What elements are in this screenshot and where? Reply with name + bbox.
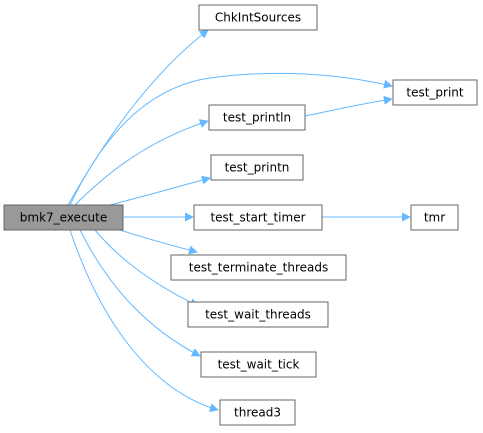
edge-bmk7-execute-to-test-wait-threads — [94, 229, 199, 307]
node-chkintsources[interactable]: ChkIntSources — [198, 4, 318, 31]
edge-bmk7-execute-to-test-printn — [109, 175, 211, 206]
node-bmk7-execute: bmk7_execute — [3, 204, 124, 231]
edge-test-println-to-test-print — [304, 95, 393, 117]
node-label: test_printn — [225, 161, 290, 175]
node-label: test_wait_threads — [205, 308, 311, 322]
node-label: test_print — [406, 86, 464, 100]
node-thread3[interactable]: thread3 — [219, 399, 296, 426]
node-tmr[interactable]: tmr — [410, 204, 459, 231]
node-label: test_start_timer — [210, 211, 305, 225]
node-label: thread3 — [234, 406, 281, 420]
nodes-layer: bmk7_execute ChkIntSources test_print te… — [3, 4, 478, 426]
node-label: bmk7_execute — [20, 211, 107, 225]
node-label: test_println — [223, 111, 291, 125]
node-label: ChkIntSources — [215, 11, 301, 25]
node-test-println[interactable]: test_println — [208, 104, 306, 131]
edge-bmk7-execute-to-test-wait-tick — [79, 229, 201, 357]
node-test-print[interactable]: test_print — [392, 79, 478, 106]
edge-bmk7-execute-to-test-print — [69, 72, 393, 206]
edge-bmk7-execute-to-thread3 — [69, 229, 219, 413]
node-label: test_wait_tick — [218, 358, 300, 372]
edge-bmk7-execute-to-chkintsources — [67, 29, 209, 206]
edge-bmk7-execute-to-test-terminate-threads — [119, 229, 198, 255]
edges-layer — [67, 29, 411, 413]
node-test-wait-threads[interactable]: test_wait_threads — [187, 301, 329, 328]
node-test-start-timer[interactable]: test_start_timer — [193, 204, 323, 231]
edge-bmk7-execute-to-test-println — [74, 119, 209, 206]
node-test-wait-tick[interactable]: test_wait_tick — [200, 351, 317, 378]
node-label: tmr — [424, 211, 445, 225]
node-test-printn[interactable]: test_printn — [210, 154, 304, 181]
node-test-terminate-threads[interactable]: test_terminate_threads — [170, 254, 347, 281]
node-label: test_terminate_threads — [189, 261, 329, 275]
